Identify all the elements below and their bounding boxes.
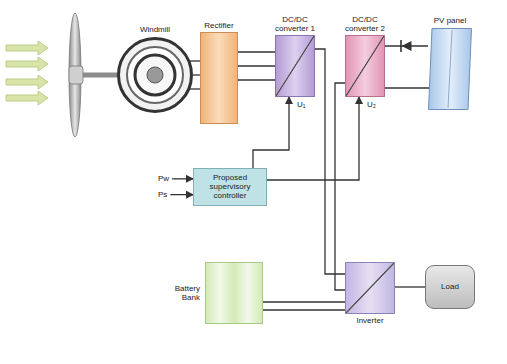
turbine-hub (69, 66, 83, 84)
wire (238, 79, 275, 80)
load-box: Load (425, 265, 475, 309)
controller-box: Proposed supervisory controller (193, 168, 267, 206)
input-arrow (172, 178, 193, 179)
node-heading: DC/DC converter 1 (267, 15, 323, 33)
wire (189, 88, 200, 89)
diode-bar (400, 40, 402, 52)
connector (267, 97, 359, 180)
diode-triangle (402, 41, 412, 51)
rectifier-box: Rectifier (200, 32, 238, 124)
pv-panel-symbol (428, 28, 472, 110)
wind-arrow (6, 41, 48, 55)
connector (335, 83, 345, 290)
node-text: Load (441, 282, 459, 291)
pv-cell-line (448, 30, 452, 108)
node-heading: DC/DC converter 2 (337, 15, 393, 33)
node-heading: Windmill (130, 25, 180, 34)
generator-core (147, 67, 163, 83)
pv-panel-outline (429, 29, 472, 110)
connector (395, 286, 425, 287)
node-heading: Battery Bank (166, 284, 200, 302)
connector (238, 65, 275, 66)
diode-symbol (401, 40, 412, 52)
wind-arrows (6, 41, 48, 105)
generator-circle: Windmill (117, 37, 193, 113)
input-arrow (170, 194, 193, 195)
wind-arrow (6, 57, 48, 71)
node-heading: PV panel (425, 16, 475, 25)
wind-arrow (6, 75, 48, 89)
node-text: Proposed supervisory controller (198, 173, 262, 201)
input-name: Pw (158, 174, 169, 183)
connector (253, 97, 289, 168)
generator-ring (127, 47, 183, 103)
inverter-box: Inverter (345, 262, 395, 314)
wire (385, 87, 430, 88)
wind-arrow (6, 91, 48, 105)
node-heading: Rectifier (194, 21, 244, 30)
generator-symbol (117, 37, 193, 113)
battery-box: Battery Bank (205, 262, 263, 324)
node-heading: Inverter (345, 316, 395, 325)
signal-name: U₂ (367, 100, 376, 109)
connector (263, 301, 345, 302)
wire (238, 51, 275, 52)
converter-box: DC/DC converter 2 (345, 35, 385, 97)
pv-panel: PV panel (428, 28, 472, 110)
connector (193, 74, 200, 75)
generator-ring (135, 55, 175, 95)
signal-name: U₁ (297, 100, 305, 109)
turbine-shaft (80, 73, 122, 78)
generator-ring (119, 39, 192, 112)
wire (189, 60, 200, 61)
wire (263, 309, 345, 310)
input-name: Ps (158, 190, 167, 199)
converter-box: DC/DC converter 1 (275, 35, 315, 97)
